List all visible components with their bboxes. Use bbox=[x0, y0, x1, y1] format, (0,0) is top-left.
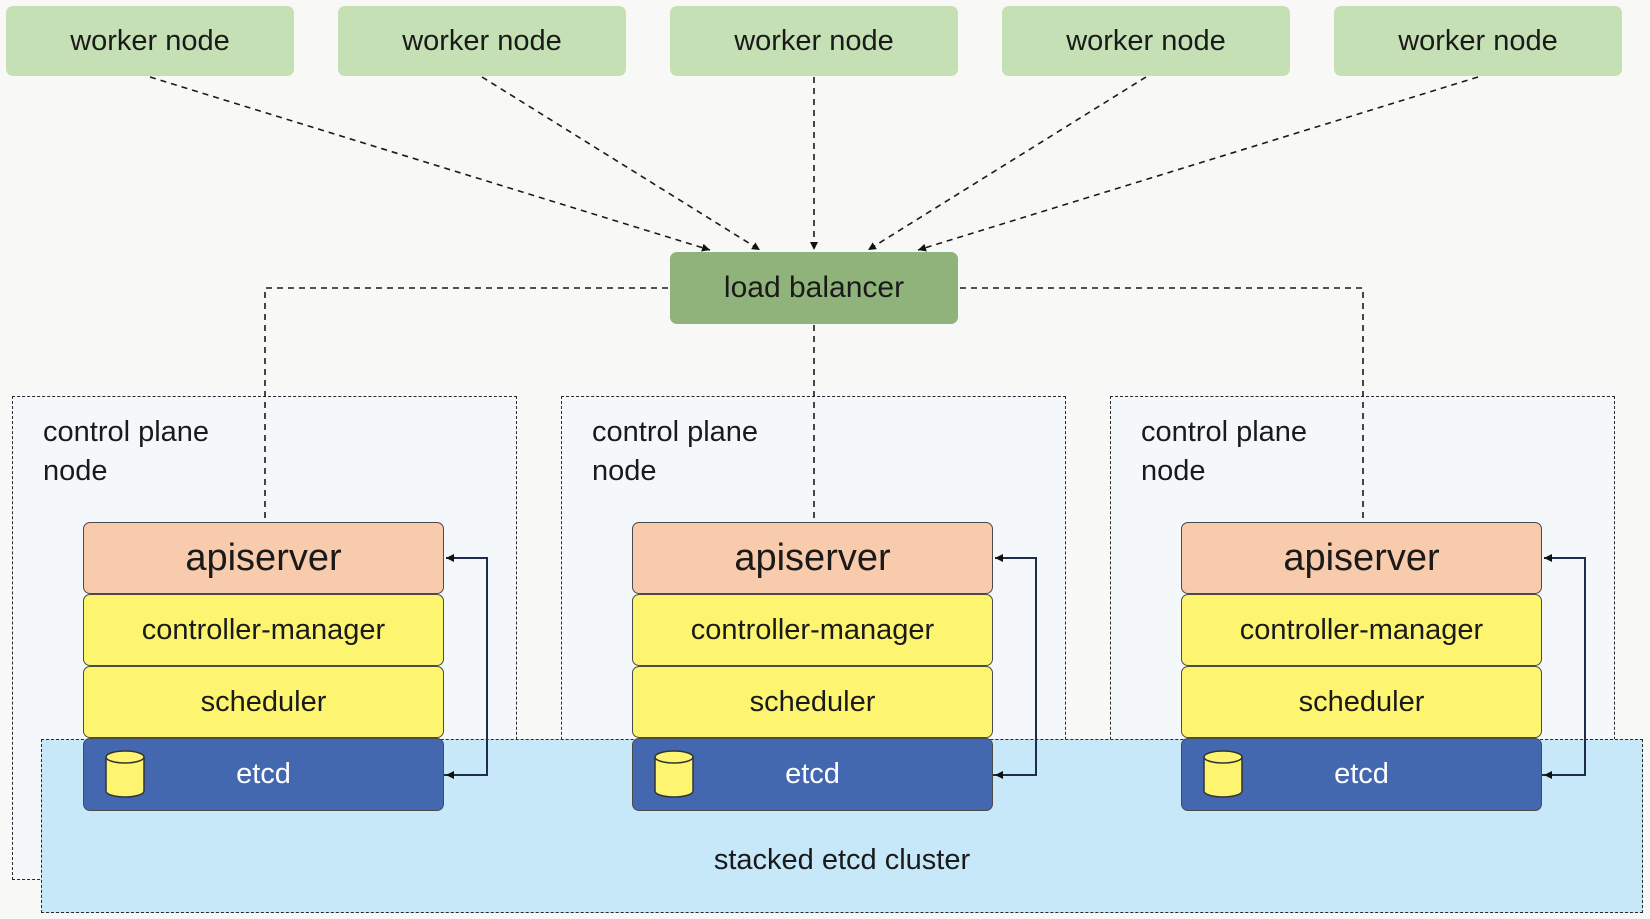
apiserver-3: apiserver bbox=[1181, 522, 1542, 594]
apiserver-label: apiserver bbox=[734, 536, 891, 579]
database-icon bbox=[105, 750, 145, 798]
scheduler-1: scheduler bbox=[83, 666, 444, 738]
database-icon bbox=[654, 750, 694, 798]
controller-manager-label: controller-manager bbox=[141, 613, 386, 646]
worker-node-label: worker node bbox=[70, 24, 230, 57]
apiserver-label: apiserver bbox=[185, 536, 342, 579]
control-plane-node-label: control plane node bbox=[1141, 416, 1308, 487]
worker-to-lb-edge-4 bbox=[867, 76, 1147, 251]
etcd-cluster-label: stacked etcd cluster bbox=[713, 844, 971, 876]
load-balancer: load balancer bbox=[670, 252, 958, 324]
worker-to-lb-edge-1 bbox=[149, 76, 711, 252]
worker-node-3: worker node bbox=[670, 6, 958, 76]
scheduler-label: scheduler bbox=[200, 685, 327, 718]
control-plane-node-label: control plane node bbox=[43, 416, 210, 487]
controller-manager-3: controller-manager bbox=[1181, 594, 1542, 666]
control-plane-node-label: control plane node bbox=[592, 416, 759, 487]
worker-node-1: worker node bbox=[6, 6, 294, 76]
load-balancer-label: load balancer bbox=[723, 271, 905, 304]
apiserver-2: apiserver bbox=[632, 522, 993, 594]
scheduler-3: scheduler bbox=[1181, 666, 1542, 738]
scheduler-label: scheduler bbox=[1298, 685, 1425, 718]
worker-node-label: worker node bbox=[1398, 24, 1558, 57]
worker-node-5: worker node bbox=[1334, 6, 1622, 76]
controller-manager-2: controller-manager bbox=[632, 594, 993, 666]
worker-node-label: worker node bbox=[734, 24, 894, 57]
worker-node-label: worker node bbox=[1066, 24, 1226, 57]
etcd-2: etcd bbox=[632, 738, 993, 811]
worker-node-4: worker node bbox=[1002, 6, 1290, 76]
scheduler-2: scheduler bbox=[632, 666, 993, 738]
controller-manager-label: controller-manager bbox=[690, 613, 935, 646]
worker-to-lb-edge-5 bbox=[917, 76, 1479, 252]
scheduler-label: scheduler bbox=[749, 685, 876, 718]
controller-manager-1: controller-manager bbox=[83, 594, 444, 666]
etcd-label: etcd bbox=[1334, 758, 1389, 790]
worker-node-label: worker node bbox=[402, 24, 562, 57]
database-icon bbox=[1203, 750, 1243, 798]
etcd-label: etcd bbox=[785, 758, 840, 790]
etcd-1: etcd bbox=[83, 738, 444, 811]
worker-node-2: worker node bbox=[338, 6, 626, 76]
etcd-3: etcd bbox=[1181, 738, 1542, 811]
controller-manager-label: controller-manager bbox=[1239, 613, 1484, 646]
worker-to-lb-edge-2 bbox=[481, 76, 761, 251]
apiserver-label: apiserver bbox=[1283, 536, 1440, 579]
apiserver-1: apiserver bbox=[83, 522, 444, 594]
etcd-label: etcd bbox=[236, 758, 291, 790]
